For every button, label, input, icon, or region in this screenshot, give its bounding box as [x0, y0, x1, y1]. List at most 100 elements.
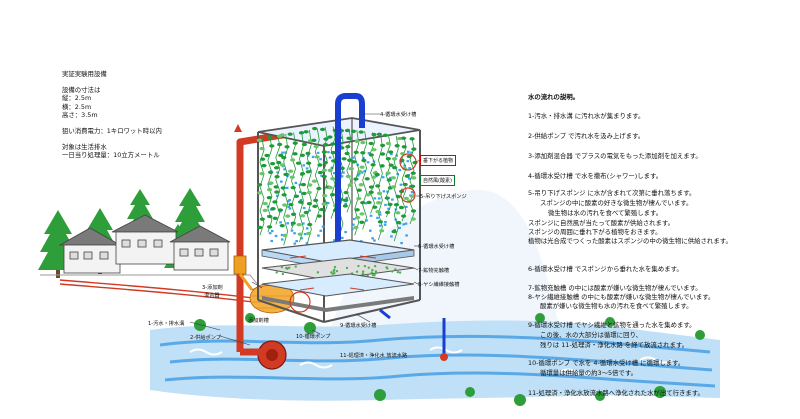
sponge-cube — [395, 154, 398, 157]
vine-strand — [401, 136, 407, 222]
mineral-grain — [294, 265, 297, 268]
sponge-cube — [290, 223, 294, 227]
step-5: 5-吊り下げスポンジ に水が含まれて次第に垂れ落ちます。 — [528, 189, 696, 197]
vine-leaf — [276, 160, 282, 165]
mineral-grain — [357, 264, 360, 268]
sponge-cube — [378, 224, 382, 227]
sponge-cube — [352, 217, 356, 221]
step-9-a: この後、水の大部分は循環に回り、 — [540, 331, 642, 339]
mineral-grain — [335, 269, 339, 273]
vine-leaf — [261, 163, 267, 168]
mineral-grain — [281, 272, 285, 276]
sponge-cube — [368, 229, 372, 232]
step-10: 10-循環ポンプ で水を 4-循環水受け槽 に循環します。 — [528, 359, 685, 367]
label-recirc-tank-6: 6-循環水受け槽 — [418, 244, 455, 250]
vine-strand — [362, 131, 368, 230]
vine-leaf — [370, 163, 376, 167]
spec-dims-heading: 設備の寸法は — [62, 86, 101, 95]
vine-leaf — [282, 203, 288, 207]
sponge-cube — [308, 209, 311, 212]
step-5-b: 微生物は水の汚れを食べて繁殖します。 — [548, 209, 663, 217]
step-6: 6-循環水受け槽 でスポンジから垂れた水を集めます。 — [528, 265, 683, 273]
sponge-cube — [300, 237, 303, 240]
vine-leaf — [398, 205, 405, 210]
sponge-cube — [408, 167, 411, 170]
sponge-cube — [406, 160, 410, 163]
sponge-cube — [328, 156, 332, 159]
spec-capacity: 一日当り処理量：10立方メートル — [62, 151, 160, 160]
sponge-cube — [276, 171, 279, 174]
mineral-grain — [367, 266, 370, 269]
sponge-cube — [390, 152, 393, 156]
vine-leaf — [300, 182, 307, 187]
vine-leaf — [284, 145, 290, 149]
label-recirc-tank-top: 4-循環水受け槽 — [380, 112, 417, 118]
vine-leaf — [359, 220, 365, 225]
vine-strand — [314, 128, 320, 223]
mineral-grain — [370, 271, 374, 274]
vine-leaf — [267, 214, 273, 219]
vine-leaf — [368, 190, 374, 194]
vine-leaf — [321, 168, 327, 172]
mineral-grain — [374, 272, 377, 275]
vine-leaf — [353, 225, 359, 230]
vine-leaf — [259, 217, 265, 221]
mineral-grain — [371, 268, 374, 272]
sponge-cube — [287, 200, 290, 203]
vine-leaf — [268, 170, 274, 175]
vine-leaf — [385, 157, 391, 161]
sponge-cube — [299, 198, 303, 202]
label-supply-pump: 2-供給ポンプ — [190, 335, 221, 341]
sponge-cube — [268, 232, 272, 235]
sponge-cube — [381, 176, 385, 179]
vine-leaf — [322, 142, 329, 147]
background-hill — [330, 189, 560, 330]
vine-leaf — [277, 208, 283, 212]
vine-leaf — [311, 138, 317, 143]
vine-leaf — [329, 193, 336, 197]
vine-leaf — [351, 160, 357, 164]
vine-leaf — [272, 200, 278, 204]
step-8-a: 酸素が嫌いな微生物も水の汚れを食べて繁殖します。 — [540, 302, 693, 310]
vine-leaf — [359, 165, 365, 169]
mineral-grain — [280, 265, 284, 269]
vine-leaf — [354, 139, 360, 144]
vine-leaf — [305, 151, 311, 156]
vine-leaf — [371, 175, 377, 179]
vine-leaf — [345, 174, 351, 179]
sponge-cube — [373, 239, 376, 242]
vine-leaf — [290, 221, 296, 225]
sponge-cube — [305, 227, 309, 230]
vine-leaf — [374, 172, 380, 177]
sponge-cube — [279, 221, 282, 224]
vine-leaf — [292, 152, 298, 156]
vine-leaf — [385, 141, 391, 146]
vine-leaf — [322, 160, 328, 165]
vine-leaf — [375, 184, 381, 188]
spec-height: 縦：2.5m — [62, 94, 92, 103]
sponge-cube — [288, 207, 292, 210]
sponge-cube — [399, 161, 403, 164]
sponge-cube — [294, 181, 298, 185]
sponge-cube — [365, 219, 368, 222]
spec-power: 狙い消費電力：1キロワット時以内 — [62, 127, 162, 136]
vine-leaf — [390, 176, 396, 180]
vine-leaf — [353, 177, 359, 181]
vine-leaf — [401, 214, 407, 218]
vine-leaf — [368, 153, 374, 157]
sponge-cube — [351, 156, 355, 159]
vine-leaf — [376, 201, 382, 205]
mineral-grain — [355, 270, 359, 273]
vine-leaf — [305, 170, 311, 174]
vine-leaf — [385, 171, 391, 175]
vine-leaf — [357, 169, 363, 174]
sponge-cube — [390, 235, 393, 238]
vine-leaf — [341, 157, 347, 161]
vine-leaf — [410, 171, 416, 175]
sponge-cube — [344, 230, 347, 234]
mineral-grain — [391, 270, 394, 273]
vine-leaf — [272, 216, 278, 220]
step-8: 8-ヤシ繊維接触槽 の中にも酸素が嫌いな微生物が棲んでいます。 — [528, 293, 715, 301]
label-coir-tank: 8-ヤシ繊維接触槽 — [418, 282, 460, 288]
